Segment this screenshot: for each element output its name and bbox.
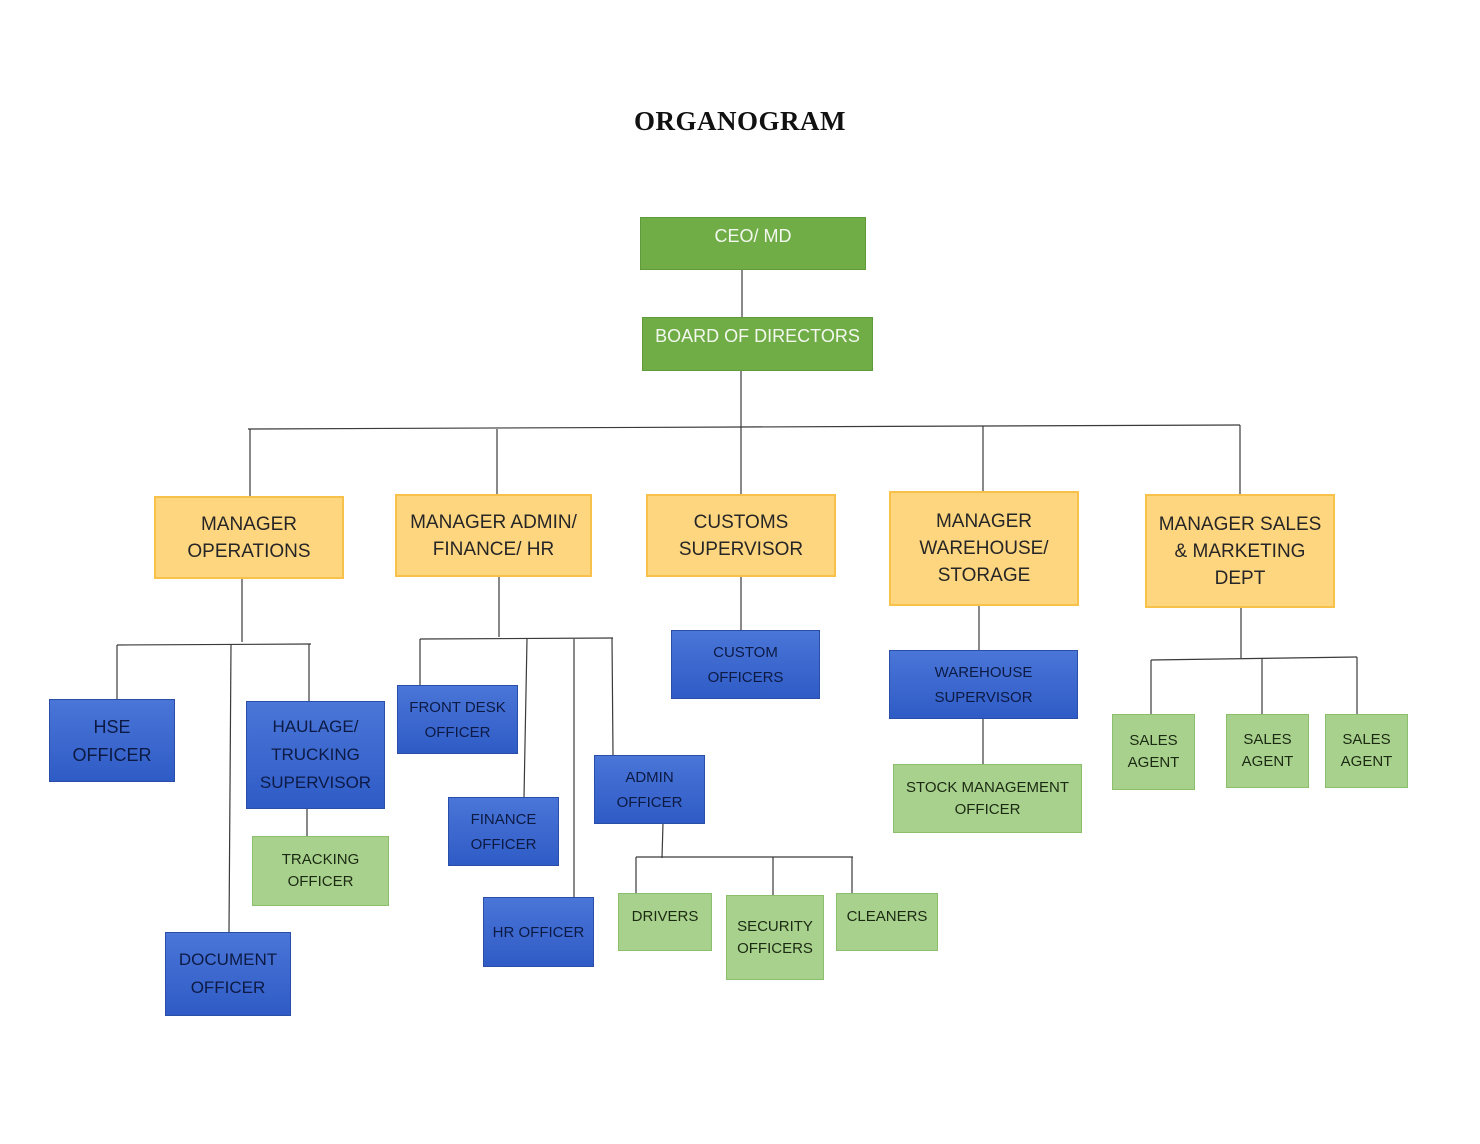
manager-sales-label-line1: MANAGER SALES (1158, 513, 1322, 535)
manager-warehouse-label-line2: WAREHOUSE/ (919, 538, 1049, 559)
front-desk-label-line2: OFFICER (424, 723, 491, 741)
manager-sales-label-line3: DEPT (1214, 567, 1266, 589)
finance-officer-label-line2: OFFICER (470, 835, 537, 853)
stock-management-label-line1: STOCK MANAGEMENT (905, 778, 1070, 796)
sales-agent-3-label-line1: SALES (1342, 731, 1391, 748)
manager-operations-label-line1: MANAGER (200, 513, 298, 535)
tracking-officer-label-line2: OFFICER (287, 873, 354, 890)
tracking-officer-box: TRACKING OFFICER (252, 836, 389, 906)
haulage-trucking-supervisor-box: HAULAGE/ TRUCKING SUPERVISOR (246, 701, 385, 809)
tracking-officer-label-line1: TRACKING (281, 851, 360, 868)
chart-title: ORGANOGRAM (634, 106, 846, 136)
cleaners-box: CLEANERS (836, 893, 938, 951)
hr-officer-label: HR OFFICER (492, 923, 585, 941)
security-officers-box: SECURITY OFFICERS (726, 895, 824, 980)
board-of-directors-box: BOARD OF DIRECTORS (642, 317, 873, 371)
security-officers-label-line1: SECURITY (737, 917, 813, 935)
ceo-md-label: CEO/ MD (714, 226, 792, 246)
customs-supervisor-label-line1: CUSTOMS (693, 511, 789, 533)
custom-officers-label-line2: OFFICERS (707, 668, 784, 686)
cleaners-label: CLEANERS (846, 908, 928, 925)
custom-officers-box: CUSTOM OFFICERS (671, 630, 820, 699)
admin-officer-label-line2: OFFICER (616, 793, 683, 811)
warehouse-supervisor-box: WAREHOUSE SUPERVISOR (889, 650, 1078, 719)
customs-supervisor-label-line2: SUPERVISOR (678, 538, 804, 560)
haulage-label-line2: TRUCKING (271, 745, 360, 764)
manager-warehouse-label-line1: MANAGER (935, 511, 1033, 532)
stock-management-label-line2: OFFICER (954, 800, 1021, 818)
document-officer-label-line1: DOCUMENT (178, 950, 278, 969)
ceo-md-box: CEO/ MD (640, 217, 866, 270)
document-officer-box: DOCUMENT OFFICER (165, 932, 291, 1016)
finance-officer-box: FINANCE OFFICER (448, 797, 559, 866)
admin-officer-box: ADMIN OFFICER (594, 755, 705, 824)
board-of-directors-label: BOARD OF DIRECTORS (655, 326, 860, 346)
hse-officer-label-line2: OFFICER (72, 744, 152, 765)
sales-agent-2-label-line1: SALES (1243, 731, 1292, 748)
manager-sales-marketing-box: MANAGER SALES & MARKETING DEPT (1145, 494, 1335, 608)
stock-management-officer-box: STOCK MANAGEMENT OFFICER (893, 764, 1082, 833)
warehouse-supervisor-label-line1: WAREHOUSE (934, 663, 1033, 681)
sales-agent-2-label-line2: AGENT (1241, 753, 1294, 770)
sales-agent-box-3: SALES AGENT (1325, 714, 1408, 788)
hr-officer-box: HR OFFICER (483, 897, 594, 967)
custom-officers-label-line1: CUSTOM (713, 643, 778, 661)
drivers-box: DRIVERS (618, 893, 712, 951)
drivers-label: DRIVERS (631, 908, 699, 925)
haulage-label-line1: HAULAGE/ (272, 717, 359, 736)
sales-agent-box-1: SALES AGENT (1112, 714, 1195, 790)
manager-sales-label-line2: & MARKETING (1174, 540, 1306, 562)
manager-admin-finance-hr-box: MANAGER ADMIN/ FINANCE/ HR (395, 494, 592, 577)
manager-operations-label-line2: OPERATIONS (187, 540, 311, 562)
manager-admin-label-line2: FINANCE/ HR (432, 538, 555, 560)
admin-officer-label-line1: ADMIN (625, 768, 674, 786)
finance-officer-label-line1: FINANCE (470, 810, 537, 828)
document-officer-label-line2: OFFICER (190, 978, 266, 997)
front-desk-label-line1: FRONT DESK (409, 698, 506, 716)
front-desk-officer-box: FRONT DESK OFFICER (397, 685, 518, 754)
warehouse-supervisor-label-line2: SUPERVISOR (934, 688, 1033, 706)
manager-warehouse-label-line3: STORAGE (937, 565, 1031, 586)
hse-officer-label-line1: HSE (93, 716, 131, 737)
sales-agent-1-label-line2: AGENT (1127, 754, 1180, 771)
customs-supervisor-box: CUSTOMS SUPERVISOR (646, 494, 836, 577)
sales-agent-box-2: SALES AGENT (1226, 714, 1309, 788)
manager-operations-box: MANAGER OPERATIONS (154, 496, 344, 579)
haulage-label-line3: SUPERVISOR (259, 773, 372, 792)
manager-admin-label-line1: MANAGER ADMIN/ (410, 511, 577, 533)
manager-warehouse-storage-box: MANAGER WAREHOUSE/ STORAGE (889, 491, 1079, 606)
sales-agent-1-label-line1: SALES (1129, 732, 1178, 749)
sales-agent-3-label-line2: AGENT (1340, 753, 1393, 770)
hse-officer-box: HSE OFFICER (49, 699, 175, 782)
security-officers-label-line2: OFFICERS (737, 939, 813, 957)
